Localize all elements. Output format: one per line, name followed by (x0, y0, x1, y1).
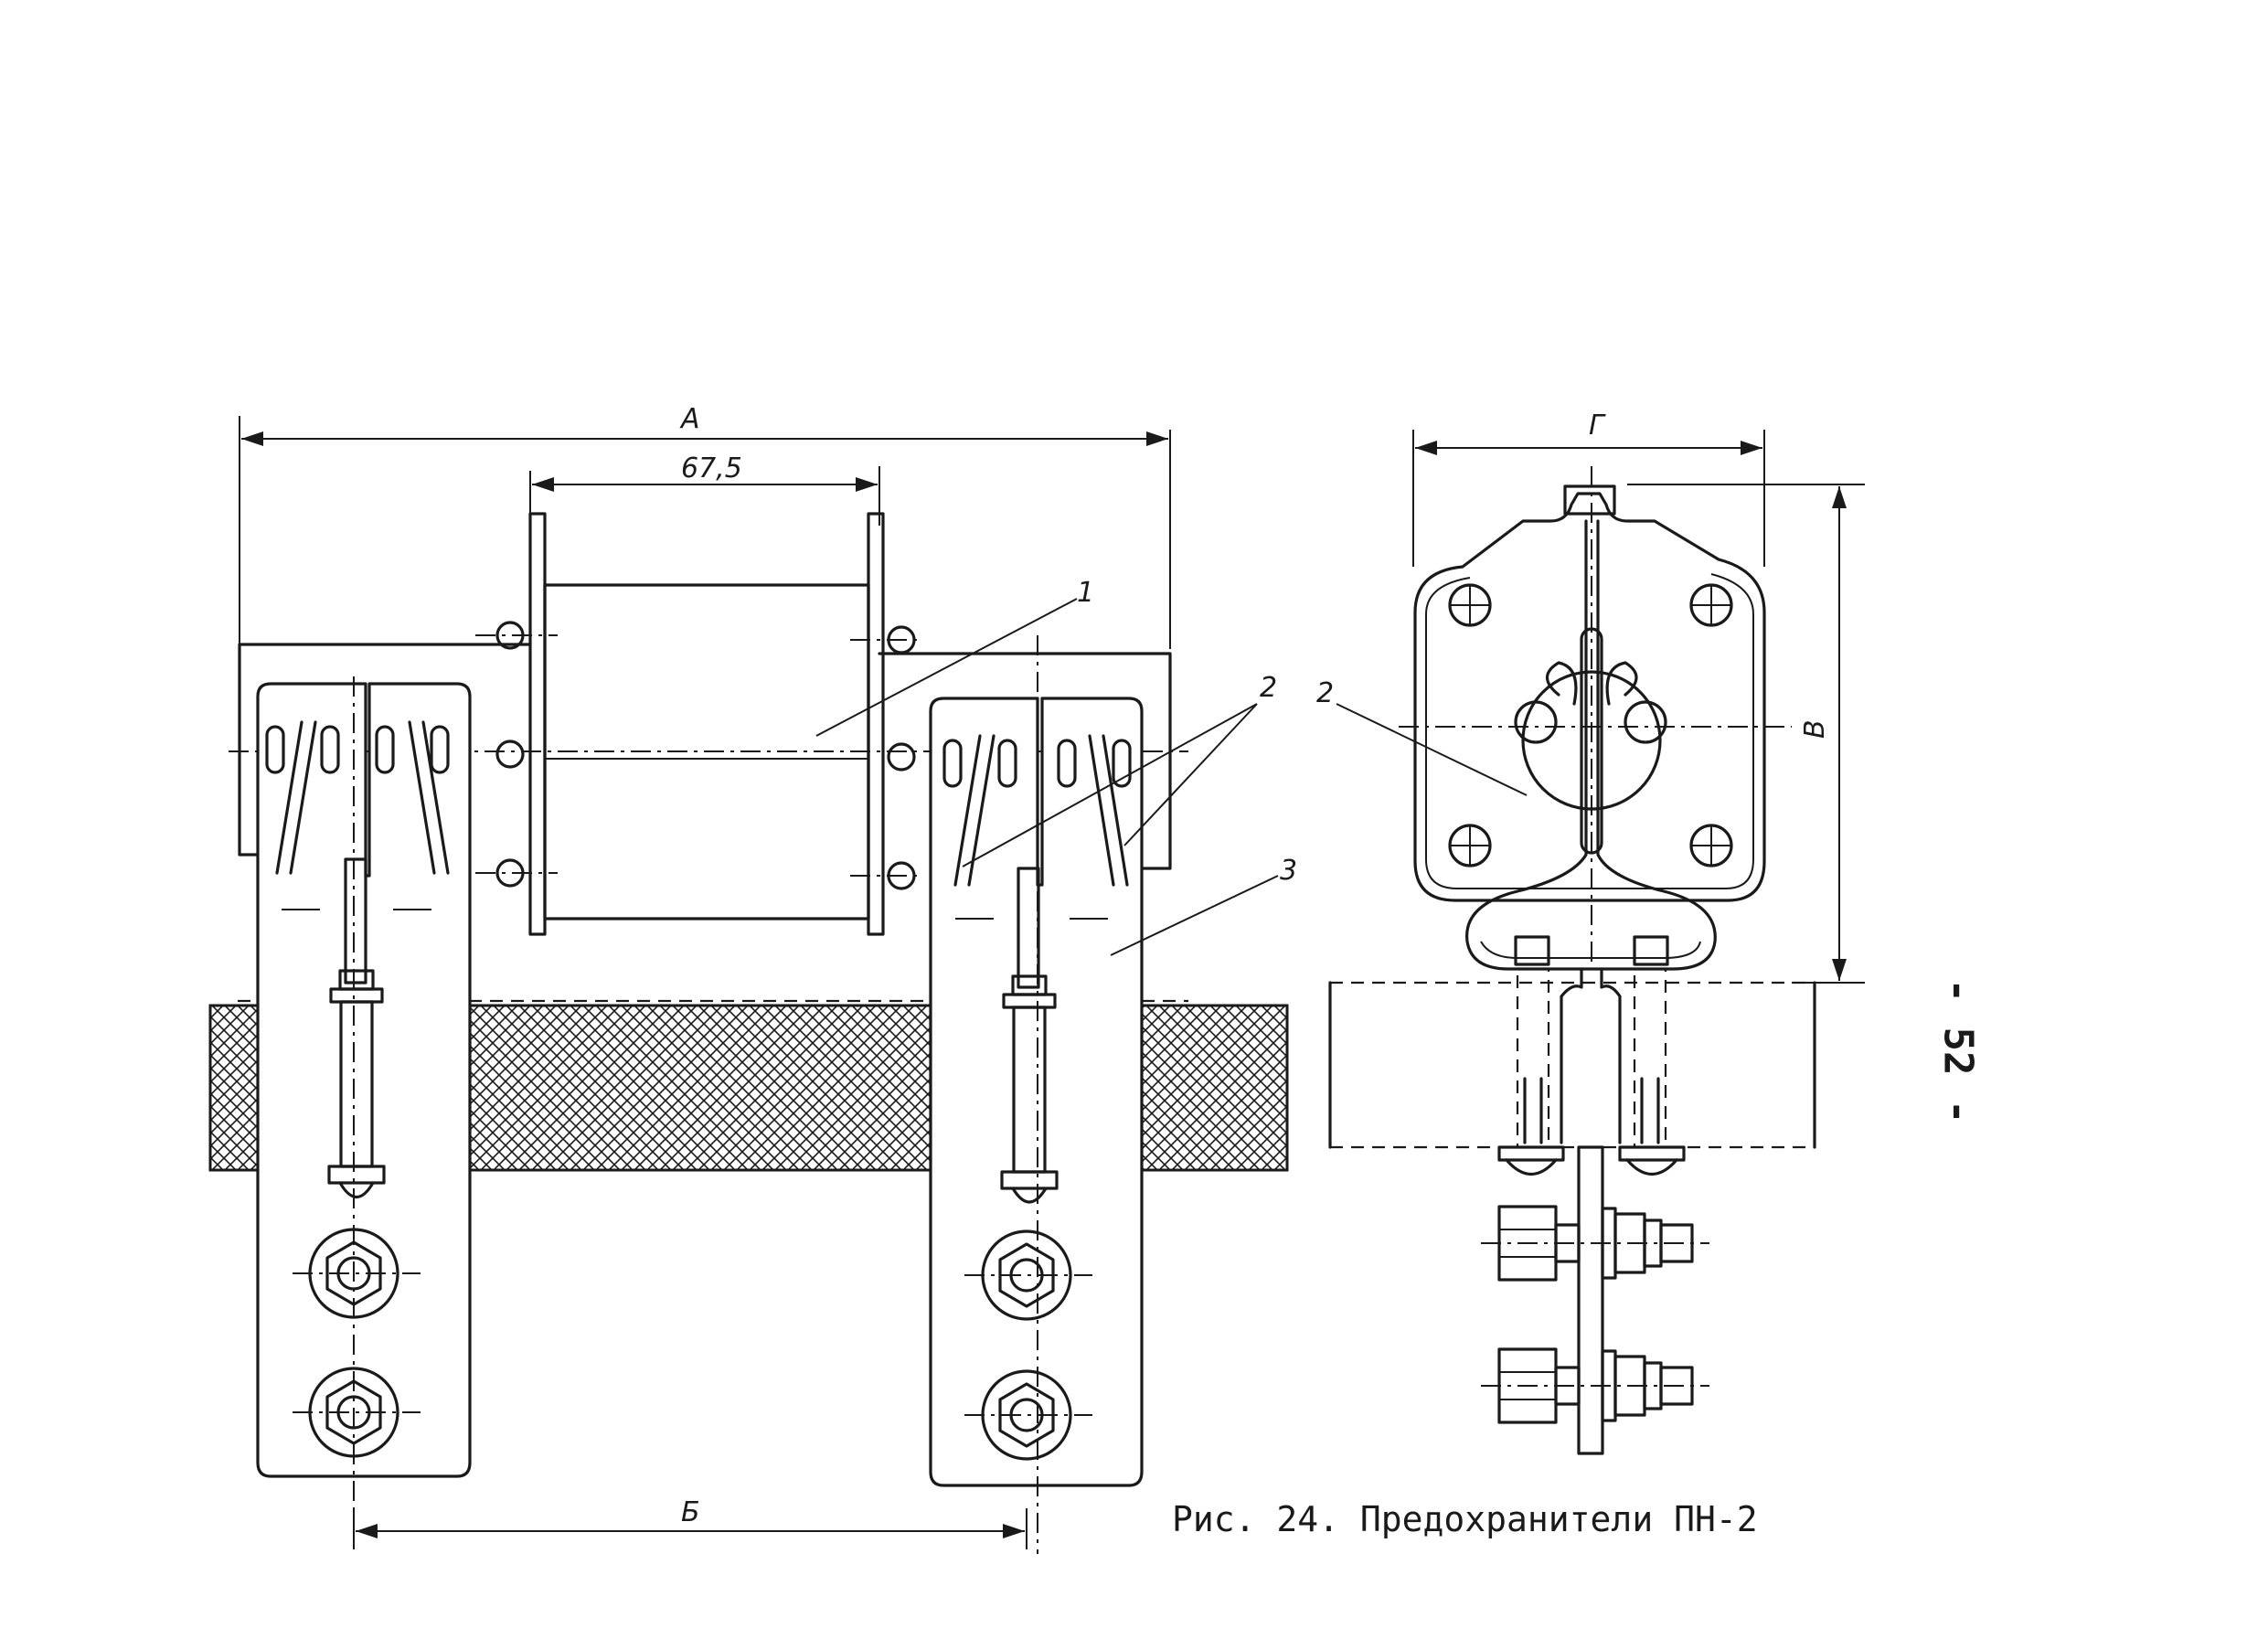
top-tab (1563, 484, 1616, 516)
page-number: - 52 - (1931, 978, 1986, 1124)
leader-lines: 1 2 3 (815, 577, 1297, 956)
callout-3: 3 (1280, 855, 1297, 887)
figure-caption: Рис. 24. Предохранители ПН-2 (1172, 1499, 1758, 1539)
dimension-cartridge: 67,5 (529, 452, 880, 526)
dimension-b: Б (353, 1496, 1028, 1549)
contact-post-left (256, 676, 472, 1554)
front-view: А 67,5 (208, 403, 1297, 1554)
terminal-bolts (1481, 1205, 1709, 1424)
contact-post-right (929, 635, 1144, 1554)
callout-2-left: 2 (1260, 672, 1277, 704)
terminal-plate (1577, 1145, 1604, 1455)
base-plate (238, 643, 1172, 870)
dimension-v-label: В (1799, 719, 1831, 739)
dimension-v: В (1627, 484, 1865, 984)
dimension-cartridge-label: 67,5 (681, 452, 742, 484)
dimension-g: Г (1412, 410, 1765, 567)
dimension-g-label: Г (1589, 410, 1606, 442)
holder-body (1413, 492, 1766, 902)
mount-screws (1448, 583, 1733, 867)
fuse-cartridge (475, 512, 923, 936)
callout-1: 1 (1077, 577, 1094, 609)
callout-2-side: 2 (1316, 677, 1334, 709)
side-leader: 2 (1316, 677, 1528, 796)
side-bolts (1497, 935, 1686, 1176)
side-view: Г В (1316, 410, 1865, 1455)
dimension-a-label: А (679, 403, 700, 435)
board-section (1328, 981, 1816, 1149)
dimension-a: А (239, 403, 1171, 649)
page-number-text: - 52 - (1934, 978, 1982, 1124)
dimension-b-label: Б (681, 1496, 700, 1528)
